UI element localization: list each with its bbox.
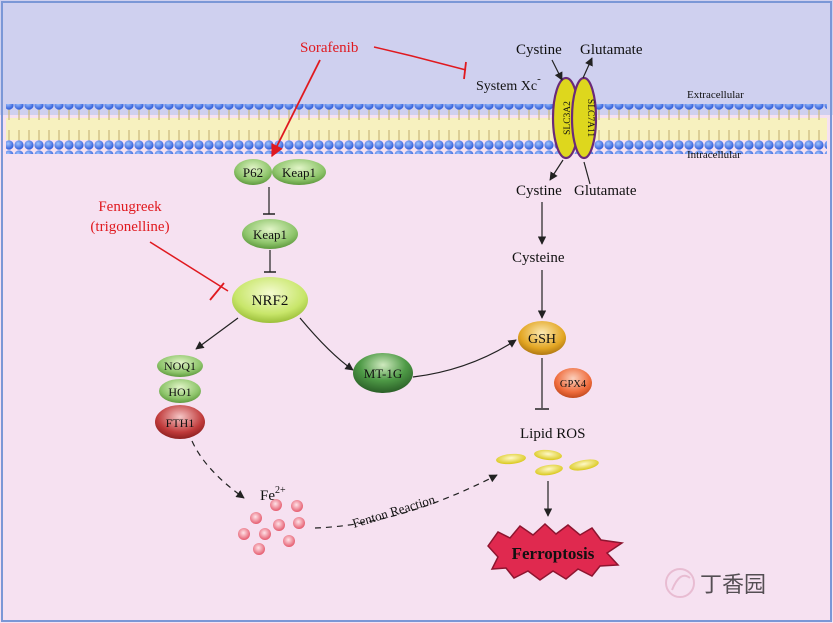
keap1-node — [242, 219, 298, 249]
nrf2-to-targets-arrow — [195, 317, 239, 350]
p62-node — [234, 159, 272, 185]
glutamate-origin-line — [583, 161, 591, 185]
lipid-ros-label: Lipid ROS — [520, 426, 585, 442]
mt1g-to-gsh-arrow — [412, 339, 517, 378]
keap1-label: Keap1 — [253, 227, 287, 242]
fenugreek-inhibits-nrf2 — [149, 241, 229, 292]
keap1-complex-label: Keap1 — [282, 165, 316, 180]
lipid-ros-ovals — [496, 449, 599, 476]
fth1-to-iron-arrow — [191, 440, 245, 499]
ho1-node — [159, 379, 201, 403]
system-xc-transporter: SLC3A2 SLC7A11 — [551, 76, 598, 160]
slc7a11-label: SLC7A11 — [585, 99, 595, 137]
fth1-node — [155, 405, 205, 439]
fenton-reaction-arrow — [314, 474, 498, 529]
mt1g-label: MT-1G — [364, 366, 403, 381]
iron-ions — [238, 499, 305, 555]
slc3a2-label: SLC3A2 — [563, 101, 573, 135]
keap1-complex-node — [272, 159, 326, 185]
glutamate-extracellular: Glutamate — [580, 42, 643, 58]
sorafenib-label: Sorafenib — [300, 40, 358, 56]
gpx4-label: GPX4 — [560, 379, 587, 390]
fenugreek-label: Fenugreek — [98, 199, 162, 215]
ferroptosis-label: Ferroptosis — [512, 544, 595, 563]
cystine-import-arrow-top — [551, 59, 563, 81]
gsh-label: GSH — [528, 332, 556, 347]
cell-membrane — [6, 104, 827, 154]
sorafenib-inhibits-system-xc — [373, 46, 467, 71]
glutamate-intracellular: Glutamate — [574, 183, 637, 199]
mt1g-node — [353, 353, 413, 393]
noq1-node — [157, 355, 203, 377]
fe-label: Fe2+ — [260, 485, 286, 504]
cystine-intracellular: Cystine — [516, 183, 562, 199]
extracellular-label: Extracellular — [687, 89, 744, 101]
nrf2-label: NRF2 — [252, 293, 289, 309]
slc7a11-subunit — [570, 76, 598, 160]
cysteine-label: Cysteine — [512, 250, 565, 266]
gsh-node — [518, 321, 566, 355]
sorafenib-activates-p62 — [271, 59, 321, 158]
system-xc-label: System Xc- — [476, 73, 541, 94]
watermark-text: 丁香园 — [700, 572, 766, 597]
fth1-label: FTH1 — [166, 416, 195, 430]
ferroptosis-burst — [487, 522, 625, 581]
nrf2-node — [232, 277, 308, 323]
cystine-extracellular: Cystine — [516, 42, 562, 58]
ho1-label: HO1 — [168, 385, 191, 399]
p62-label: P62 — [243, 165, 263, 180]
nrf2-to-mt1g-arrow — [299, 317, 354, 371]
intracellular-label: Intracellular — [687, 149, 741, 161]
cystine-import-arrow — [549, 159, 564, 181]
watermark-logo — [665, 568, 695, 598]
glutamate-export-arrow — [582, 57, 593, 79]
trigonelline-label: (trigonelline) — [90, 219, 169, 235]
gpx4-node — [554, 368, 592, 398]
noq1-label: NOQ1 — [164, 359, 196, 373]
